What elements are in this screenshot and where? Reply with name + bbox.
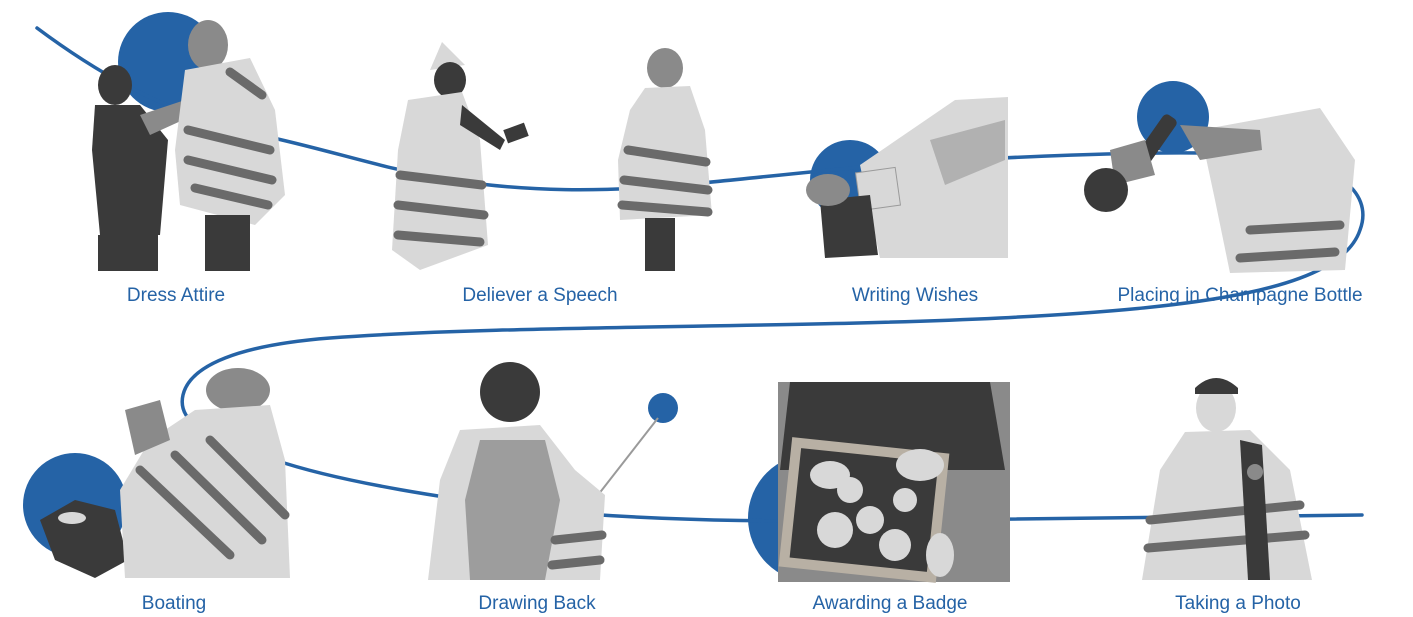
step-label: Taking a Photo xyxy=(1175,593,1301,614)
taking-photo-photo xyxy=(1142,378,1312,580)
champagne-bottle-photo xyxy=(1084,108,1355,273)
step-label: Dress Attire xyxy=(126,285,226,306)
dress-attire-photo xyxy=(92,20,285,271)
step-label: Placing in Champagne Bottle xyxy=(1117,285,1363,306)
writing-wishes-photo xyxy=(806,97,1008,258)
step-label: Writing Wishes xyxy=(851,285,979,306)
awarding-badge-photo xyxy=(778,382,1010,583)
step-label: Awarding a Badge xyxy=(812,593,968,614)
boating-photo xyxy=(40,368,290,578)
step-label: Drawing Back xyxy=(478,593,596,614)
accent-circle-drawing-back xyxy=(648,393,678,423)
step-label: Deliever a Speech xyxy=(462,285,618,306)
speech-photo xyxy=(392,42,713,271)
drawing-back-photo xyxy=(428,362,659,580)
step-label: Boating xyxy=(141,593,207,614)
